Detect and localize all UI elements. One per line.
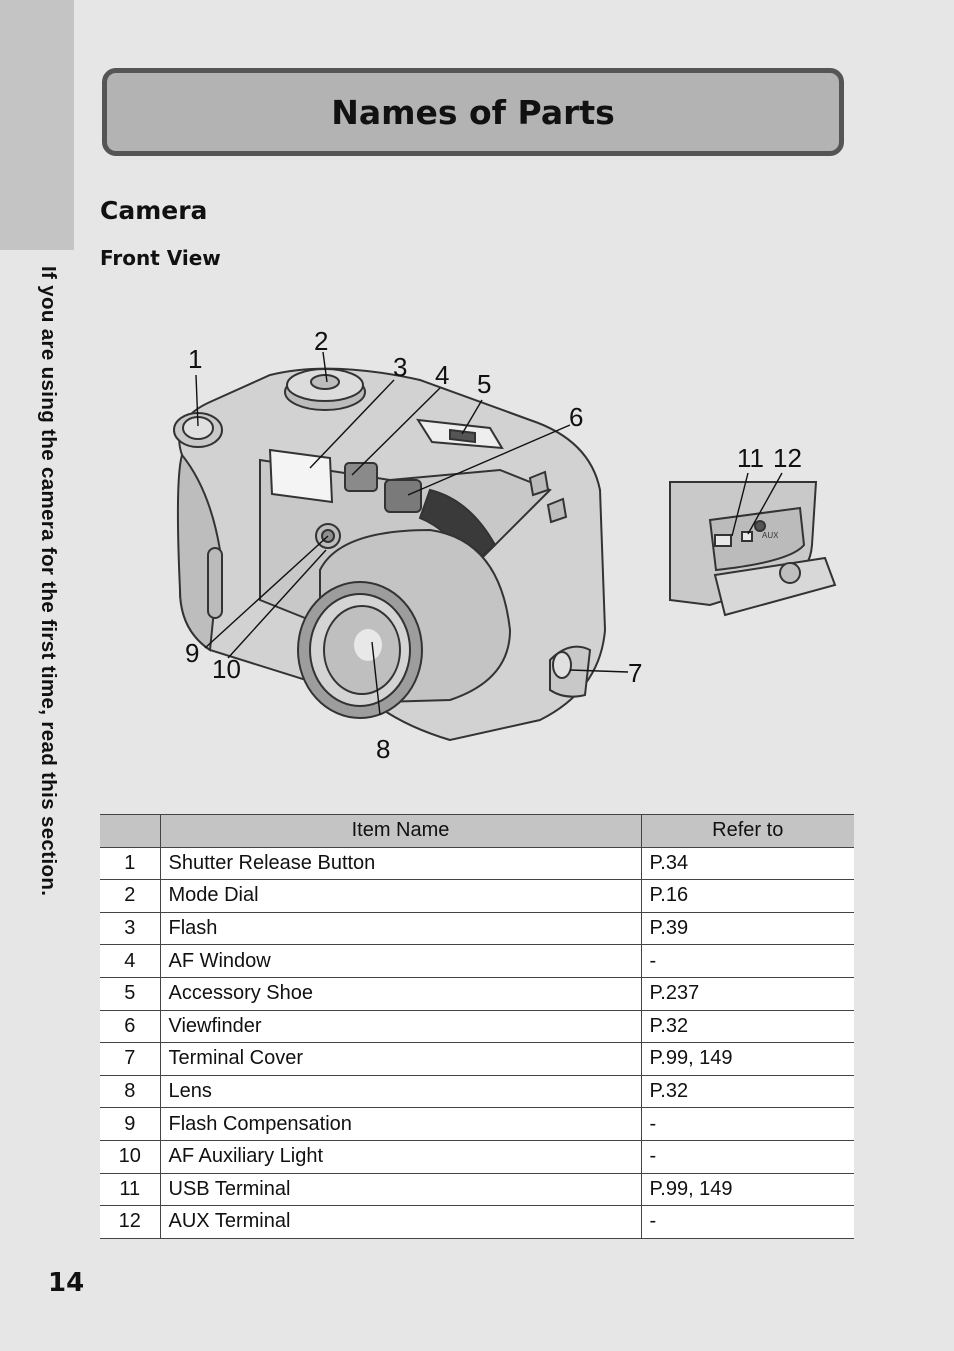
table-row: 10 AF Auxiliary Light - (100, 1139, 854, 1174)
callout-1: 1 (188, 344, 202, 374)
row-number: 10 (100, 1139, 161, 1174)
row-number: 2 (100, 879, 161, 913)
callout-12: 12 (773, 443, 802, 473)
table-row: 4 AF Window - (100, 944, 854, 978)
item-name: Viewfinder (159, 1009, 642, 1044)
aux-label: AUX (762, 531, 779, 540)
callout-3: 3 (393, 352, 407, 382)
refer-to: - (640, 944, 854, 978)
refer-to: P.39 (640, 911, 854, 946)
header-item-name: Item Name (159, 814, 642, 848)
item-name: Terminal Cover (159, 1042, 642, 1076)
row-number: 11 (100, 1172, 161, 1207)
page-number: 14 (48, 1268, 85, 1298)
title-box: Names of Parts (102, 68, 844, 156)
callout-4: 4 (435, 360, 449, 390)
refer-to: P.99, 149 (640, 1042, 854, 1076)
item-name: AF Window (159, 944, 642, 978)
row-number: 9 (100, 1107, 161, 1141)
row-number: 7 (100, 1042, 161, 1076)
item-name: Mode Dial (159, 879, 642, 913)
table-row: 12 AUX Terminal - (100, 1205, 854, 1239)
row-number: 8 (100, 1074, 161, 1109)
refer-to: P.34 (640, 846, 854, 881)
refer-to: - (640, 1205, 854, 1239)
table-header-row: Item Name Refer to (100, 814, 854, 848)
callout-numbers: 1 2 3 4 5 6 7 8 9 10 11 12 (185, 330, 802, 764)
parts-table: Item Name Refer to 1 Shutter Release But… (100, 814, 854, 1239)
table-row: 11 USB Terminal P.99, 149 (100, 1172, 854, 1207)
table-row: 7 Terminal Cover P.99, 149 (100, 1042, 854, 1076)
side-caption: If you are using the camera for the firs… (37, 266, 60, 897)
refer-to: P.99, 149 (640, 1172, 854, 1207)
camera-front-view-illustration: AUX 1 2 3 4 5 6 7 8 9 10 11 12 (173, 330, 837, 764)
header-number (100, 814, 161, 848)
header-refer-to: Refer to (640, 814, 854, 848)
table-row: 6 Viewfinder P.32 (100, 1009, 854, 1044)
side-terminal-inset: AUX (669, 481, 837, 617)
section-heading: Camera (100, 196, 208, 225)
row-number: 4 (100, 944, 161, 978)
table-row: 2 Mode Dial P.16 (100, 879, 854, 913)
row-number: 5 (100, 976, 161, 1011)
camera-body (173, 367, 607, 742)
callout-11: 11 (737, 443, 764, 473)
callout-10: 10 (212, 654, 241, 684)
table-row: 3 Flash P.39 (100, 911, 854, 946)
refer-to: P.32 (640, 1009, 854, 1044)
row-number: 3 (100, 911, 161, 946)
callout-9: 9 (185, 638, 199, 668)
table-row: 1 Shutter Release Button P.34 (100, 846, 854, 881)
callout-6: 6 (569, 402, 583, 432)
callout-5: 5 (477, 369, 491, 399)
subsection-heading: Front View (100, 246, 221, 270)
item-name: AUX Terminal (159, 1205, 642, 1239)
callout-2: 2 (314, 330, 328, 356)
table-row: 8 Lens P.32 (100, 1074, 854, 1109)
side-tab (0, 0, 74, 250)
row-number: 6 (100, 1009, 161, 1044)
refer-to: - (640, 1107, 854, 1141)
leader-lines (195, 351, 783, 716)
refer-to: P.32 (640, 1074, 854, 1109)
refer-to: - (640, 1139, 854, 1174)
table-row: 5 Accessory Shoe P.237 (100, 976, 854, 1011)
item-name: AF Auxiliary Light (159, 1139, 642, 1174)
row-number: 1 (100, 846, 161, 881)
refer-to: P.16 (640, 879, 854, 913)
page-title: Names of Parts (331, 92, 615, 132)
item-name: Flash (159, 911, 642, 946)
callout-7: 7 (628, 658, 642, 688)
row-number: 12 (100, 1205, 161, 1239)
refer-to: P.237 (640, 976, 854, 1011)
item-name: Lens (159, 1074, 642, 1109)
item-name: Accessory Shoe (159, 976, 642, 1011)
item-name: USB Terminal (159, 1172, 642, 1207)
item-name: Flash Compensation (159, 1107, 642, 1141)
item-name: Shutter Release Button (159, 846, 642, 881)
table-row: 9 Flash Compensation - (100, 1107, 854, 1141)
callout-8: 8 (376, 734, 390, 764)
